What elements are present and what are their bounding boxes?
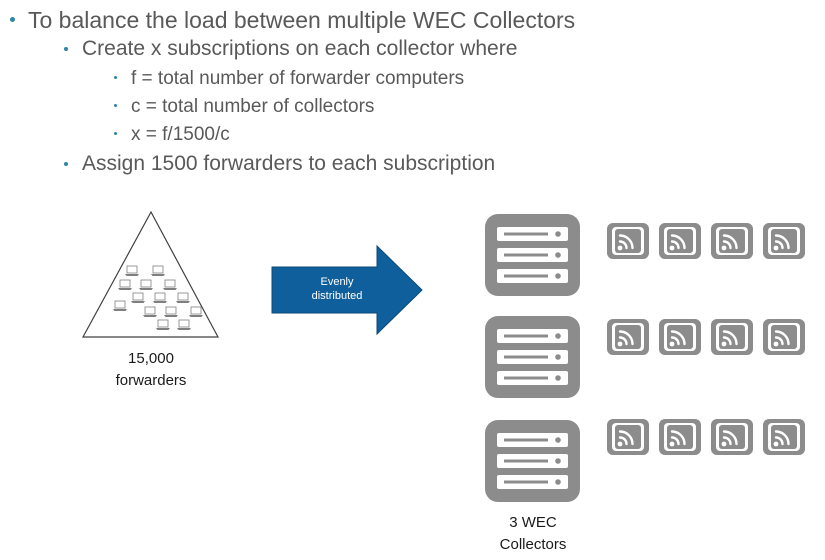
bullet-text-4: c = total number of collectors: [131, 96, 375, 117]
bullet-text-3: f = total number of forwarder computers: [131, 68, 465, 89]
laptop-icon: [112, 300, 128, 312]
collectors-label: Collectors: [499, 536, 567, 553]
bullet-text-2: Create x subscriptions on each collector…: [82, 37, 518, 60]
rss-feed-icon: [605, 221, 651, 261]
collectors-caption: 3 WEC Collectors: [472, 512, 594, 556]
bullet-dot-1: [10, 17, 15, 22]
server-icon: [485, 214, 580, 296]
forwarders-count: 15,000: [128, 350, 174, 367]
arrow-label-line-1: Evenly: [320, 276, 354, 288]
laptop-icon: [142, 306, 158, 318]
bullet-text-6: Assign 1500 forwarders to each subscript…: [82, 152, 496, 175]
server-icon: [485, 420, 580, 502]
rss-feed-icon: [605, 317, 651, 357]
laptop-icon: [138, 279, 154, 291]
laptop-icon: [162, 279, 178, 291]
laptop-icon: [163, 306, 179, 318]
laptop-icon: [150, 265, 166, 277]
collectors-count: 3 WEC: [509, 514, 557, 531]
laptop-icon: [152, 292, 168, 304]
forwarders-triangle: [81, 210, 220, 338]
rss-feed-icon: [761, 221, 807, 261]
laptop-icon: [155, 319, 171, 331]
forwarders-label: forwarders: [115, 372, 187, 389]
distribution-arrow: [271, 244, 423, 336]
rss-feed-icon: [657, 317, 703, 357]
rss-feed-icon: [709, 221, 755, 261]
rss-feed-icon: [709, 417, 755, 457]
rss-feed-icon: [605, 417, 651, 457]
bullet-dot-2: [64, 47, 68, 51]
forwarders-caption: 15,000 forwarders: [90, 348, 212, 392]
laptop-icon: [130, 292, 146, 304]
arrow-label: Evenly distributed: [282, 275, 392, 303]
laptop-icon: [124, 265, 140, 277]
bullet-text-1: To balance the load between multiple WEC…: [28, 7, 576, 33]
bullet-dot-3: [114, 76, 117, 79]
bullet-dot-5: [114, 132, 117, 135]
rss-feed-icon: [709, 317, 755, 357]
rss-feed-icon: [761, 417, 807, 457]
arrow-label-line-2: distributed: [311, 290, 363, 302]
laptop-icon: [117, 279, 133, 291]
bullet-dot-4: [114, 104, 117, 107]
server-icon: [485, 316, 580, 398]
laptop-icon: [176, 319, 192, 331]
bullet-dot-6: [64, 162, 68, 166]
rss-feed-icon: [761, 317, 807, 357]
rss-feed-icon: [657, 417, 703, 457]
laptop-icon: [188, 306, 204, 318]
laptop-icon: [175, 292, 191, 304]
bullet-text-5: x = f/1500/c: [131, 124, 230, 145]
rss-feed-icon: [657, 221, 703, 261]
